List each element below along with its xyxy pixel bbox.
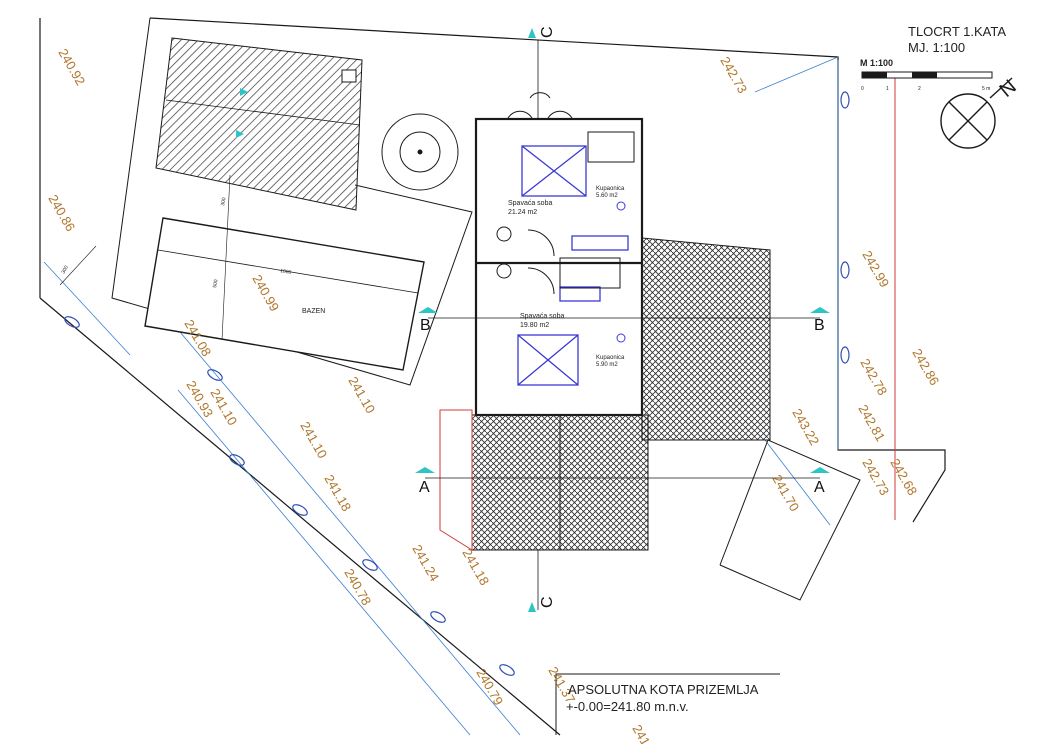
pool-dim-offset: 300 <box>61 265 70 275</box>
absolute-level-note: APSOLUTNA KOTA PRIZEMLJA +-0.00=241.80 m… <box>566 682 759 714</box>
scale-tick: 5 m <box>982 86 990 92</box>
elevation: 242.73 <box>717 54 750 96</box>
north-arrow-icon: N <box>940 76 1021 149</box>
section-label-c: C <box>539 596 556 608</box>
elevation: 243.22 <box>789 406 822 448</box>
interior-details <box>517 145 629 386</box>
elevation: 242.81 <box>855 402 888 444</box>
scale-bar <box>861 71 993 79</box>
absolute-level-title: APSOLUTNA KOTA PRIZEMLJA <box>568 682 759 697</box>
drawing-title: TLOCRT 1.KATA <box>908 24 1006 39</box>
room-area: 21.24 m2 <box>508 209 537 216</box>
house-walls <box>474 117 644 417</box>
pool-dim-gap: 300 <box>220 197 227 206</box>
svg-text:N: N <box>996 76 1021 102</box>
pool-dim-length: 1000 <box>280 268 292 276</box>
room-name: Spavaća soba <box>520 313 564 320</box>
title-frame <box>555 673 780 735</box>
section-label-b: B <box>814 317 825 334</box>
stair-outline <box>439 409 473 551</box>
elevation: 242.73 <box>859 456 892 498</box>
terrace-outline <box>111 17 473 386</box>
room-name: Spavaća soba <box>508 200 552 207</box>
room-area: 5.90 m2 <box>596 362 618 368</box>
drawing-scale: MJ. 1:100 <box>908 40 965 55</box>
elevation: 241.37 <box>629 722 662 744</box>
pool-labels: BAZEN 1000 500 300 300 <box>61 197 326 315</box>
section-label-c: C <box>539 26 556 38</box>
section-label-b: B <box>420 317 431 334</box>
pool <box>59 174 425 371</box>
title-block: TLOCRT 1.KATA MJ. 1:100 M 1:100 0 1 2 5 … <box>860 24 1006 92</box>
roof-hatch-right <box>641 237 771 441</box>
annex-outline <box>719 439 861 601</box>
room-labels: Spavaća soba 21.24 m2 Kupaonica 5.60 m2 … <box>508 186 625 368</box>
contour-symbols <box>64 91 850 676</box>
elevation: 242.86 <box>909 346 942 388</box>
elevation: 240.86 <box>45 192 78 234</box>
elevation: 240.92 <box>55 46 88 88</box>
elevation: 241.10 <box>345 374 378 416</box>
section-letters: B B A A C C <box>419 26 825 608</box>
room-name: Kupaonica <box>596 355 625 361</box>
elevation: 242.78 <box>857 356 890 398</box>
section-markers <box>236 28 830 612</box>
section-label-a: A <box>814 479 825 496</box>
elevation: 242.68 <box>887 456 920 498</box>
chimney <box>341 69 357 83</box>
pool-label: BAZEN <box>302 308 325 315</box>
scale-bar-label: M 1:100 <box>860 58 893 68</box>
elevation: 241.18 <box>459 546 492 588</box>
section-label-a: A <box>419 479 430 496</box>
scale-tick: 1 <box>886 86 889 92</box>
elevation: 241.10 <box>297 419 330 461</box>
roof-hatch-upper <box>155 37 363 211</box>
plot-boundary <box>39 17 946 736</box>
section-lines <box>425 40 820 610</box>
elevation: 240.78 <box>341 566 374 608</box>
round-feature <box>381 113 459 191</box>
elevation: 241.18 <box>321 472 354 514</box>
absolute-level-value: +-0.00=241.80 m.n.v. <box>566 699 689 714</box>
elevation: 241.24 <box>409 542 442 584</box>
terrain-contours <box>43 56 839 736</box>
elevation: 240.79 <box>473 666 506 708</box>
scale-tick: 2 <box>918 86 921 92</box>
elevation: 242.99 <box>859 248 892 290</box>
pool-dim-width: 500 <box>212 279 219 288</box>
room-area: 19.80 m2 <box>520 322 549 329</box>
room-name: Kupaonica <box>596 186 625 192</box>
room-area: 5.60 m2 <box>596 193 618 199</box>
scale-tick: 0 <box>861 86 864 92</box>
